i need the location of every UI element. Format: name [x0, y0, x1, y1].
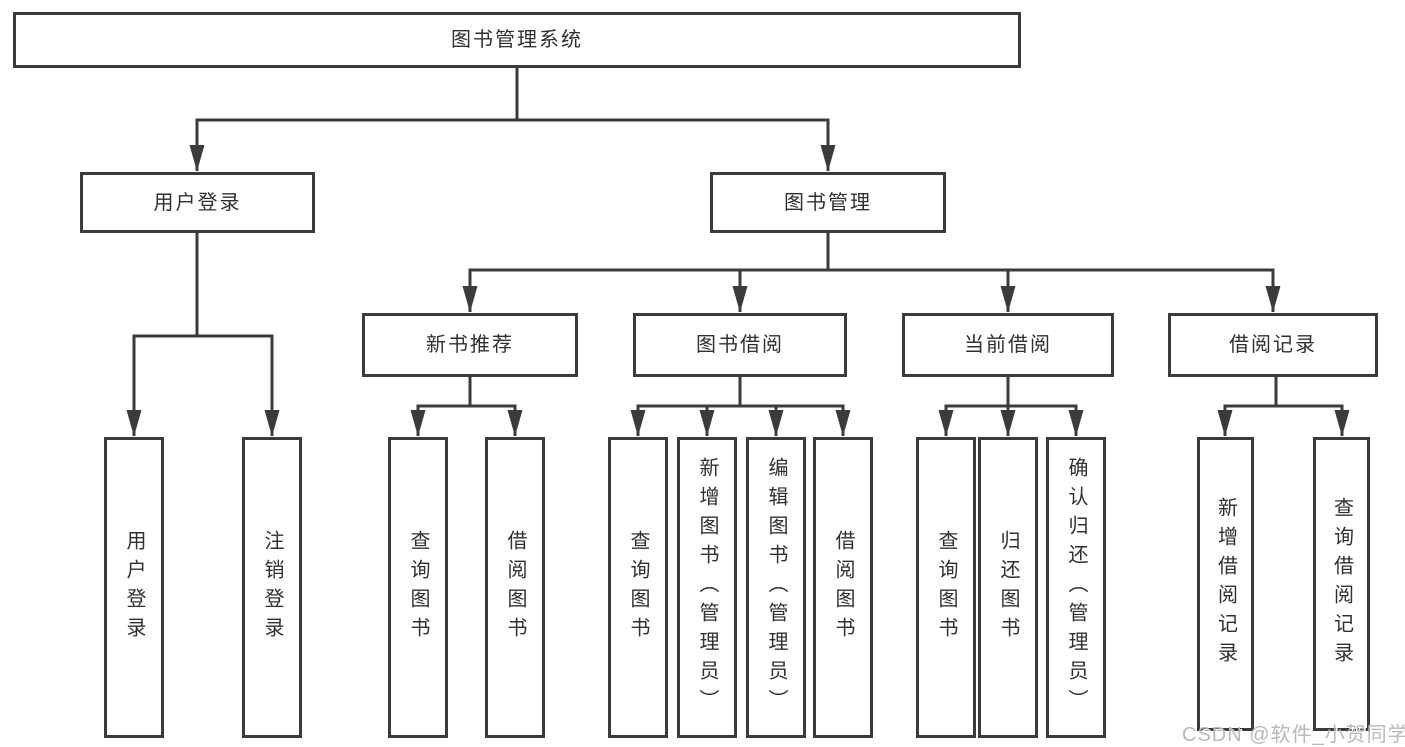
leaf-borrow-books-2: 借阅图书	[813, 437, 873, 738]
node-book-mgmt-branch: 图书管理	[710, 172, 946, 233]
leaf-query-books-1: 查询图书	[388, 437, 448, 738]
leaf-label: 归还图书	[997, 529, 1019, 646]
connector-skeleton	[132, 66, 1344, 408]
node-root-label: 图书管理系统	[451, 29, 583, 51]
leaf-label: 查询图书	[935, 529, 957, 646]
leaf-query-borrow-record: 查询借阅记录	[1313, 437, 1370, 731]
node-book-borrowing: 图书借阅	[633, 313, 847, 377]
leaf-label: 借阅图书	[504, 529, 526, 646]
connector-newrec-split	[416, 375, 517, 408]
node-label: 新书推荐	[426, 334, 514, 356]
connector-mgmt-split	[468, 231, 1275, 272]
node-label: 当前借阅	[964, 334, 1052, 356]
leaf-label: 注销登录	[261, 529, 283, 646]
leaf-label: 新增借阅记录	[1214, 497, 1237, 671]
leaf-label: 用户登录	[123, 529, 145, 646]
leaf-label: 编辑图书（管理员）	[765, 457, 787, 718]
leaf-label: 新增图书（管理员）	[696, 457, 718, 718]
leaf-return-book: 归还图书	[978, 437, 1038, 738]
leaf-label: 借阅图书	[832, 529, 854, 646]
leaf-logout: 注销登录	[242, 437, 302, 738]
node-current-borrowing: 当前借阅	[902, 313, 1114, 377]
leaf-add-borrow-record: 新增借阅记录	[1197, 437, 1254, 731]
connector-root-split	[195, 66, 830, 122]
leaf-add-book-admin: 新增图书（管理员）	[677, 437, 737, 738]
node-new-book-recommend: 新书推荐	[362, 313, 578, 377]
connector-borrow-split	[636, 375, 845, 408]
leaf-label: 查询借阅记录	[1330, 497, 1353, 671]
node-user-login-branch: 用户登录	[80, 172, 315, 233]
node-label: 图书管理	[784, 191, 872, 214]
leaf-edit-book-admin: 编辑图书（管理员）	[746, 437, 806, 738]
leaf-query-books-2: 查询图书	[608, 437, 668, 738]
connector-current-split	[944, 375, 1078, 408]
leaf-label: 确认归还（管理员）	[1065, 457, 1087, 718]
leaf-borrow-books-1: 借阅图书	[485, 437, 545, 738]
leaf-user-login: 用户登录	[104, 437, 164, 738]
node-label: 借阅记录	[1229, 334, 1317, 356]
connector-records-split	[1223, 375, 1344, 408]
leaf-confirm-return-admin: 确认归还（管理员）	[1046, 437, 1106, 738]
leaf-label: 查询图书	[407, 529, 429, 646]
node-borrow-records: 借阅记录	[1168, 313, 1378, 377]
leaf-label: 查询图书	[627, 529, 649, 646]
node-label: 图书借阅	[696, 334, 784, 356]
node-root-system: 图书管理系统	[13, 12, 1021, 68]
connector-login-split	[132, 231, 274, 338]
leaf-query-books-3: 查询图书	[916, 437, 976, 738]
node-label: 用户登录	[153, 191, 242, 214]
connector-arrows	[126, 120, 1350, 437]
